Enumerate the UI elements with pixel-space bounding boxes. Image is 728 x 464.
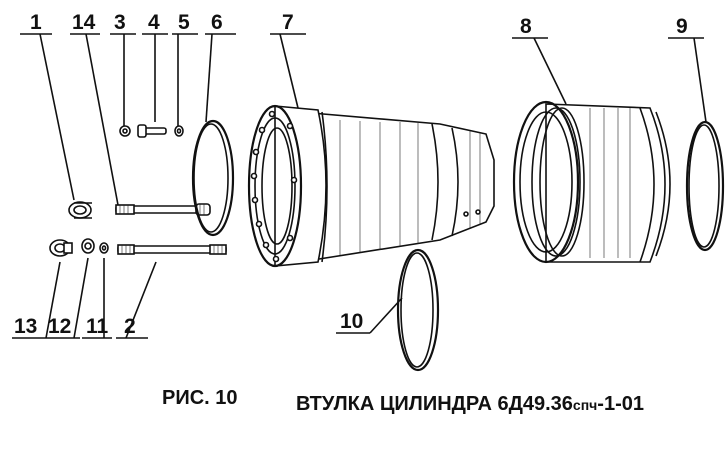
callout-11: 11: [82, 258, 112, 339]
figure-number: РИС. 10: [162, 387, 238, 409]
svg-text:14: 14: [72, 11, 96, 34]
part-2-stud: [117, 244, 227, 255]
part-9-o-ring: [685, 120, 725, 252]
callout-6: 6: [205, 11, 236, 123]
svg-text:12: 12: [48, 315, 71, 338]
callout-14: 14: [70, 11, 119, 206]
part-7-cylinder-liner: [247, 104, 495, 268]
part-5-washer: [174, 125, 184, 137]
part-6-gasket-ring: [191, 119, 235, 237]
callout-10: 10: [336, 297, 403, 334]
svg-text:9: 9: [676, 15, 688, 38]
figure-title: ВТУЛКА ЦИЛИНДРА 6Д49.36спч-1-01: [296, 393, 644, 415]
callout-7: 7: [270, 11, 306, 109]
part-14-stud: [115, 203, 211, 216]
callout-12: 12: [46, 257, 89, 339]
part-8-jacket-sleeve: [512, 100, 671, 264]
part-4-bolt: [137, 124, 167, 138]
callout-1: 1: [20, 11, 75, 201]
svg-text:13: 13: [14, 315, 37, 338]
callout-2: 2: [116, 261, 157, 339]
part-1-nut: [68, 201, 92, 219]
callout-4: 4: [142, 11, 168, 122]
svg-text:3: 3: [114, 11, 126, 34]
svg-text:11: 11: [86, 315, 109, 338]
svg-text:5: 5: [178, 11, 190, 34]
title-tail: -1-01: [597, 393, 644, 415]
svg-text:10: 10: [340, 310, 363, 333]
part-3-washer: [119, 125, 131, 137]
figure-caption: РИС. 10 ВТУЛКА ЦИЛИНДРА 6Д49.36спч-1-01: [162, 387, 644, 415]
callout-9: 9: [668, 15, 707, 123]
svg-text:8: 8: [520, 15, 532, 38]
callout-8: 8: [512, 15, 567, 105]
title-suffix: спч: [573, 397, 597, 413]
part-12-washer: [81, 238, 95, 254]
part-11-washer: [99, 242, 109, 254]
title-main: ВТУЛКА ЦИЛИНДРА 6Д49.36: [296, 393, 573, 415]
part-13-fitting: [49, 239, 73, 257]
callout-3: 3: [110, 11, 136, 128]
callout-5: 5: [172, 11, 198, 128]
svg-text:1: 1: [30, 11, 42, 34]
part-10-o-ring: [396, 248, 440, 372]
callout-13: 13: [12, 261, 61, 339]
svg-text:7: 7: [282, 11, 294, 34]
svg-text:6: 6: [211, 11, 223, 34]
svg-text:4: 4: [148, 11, 160, 34]
